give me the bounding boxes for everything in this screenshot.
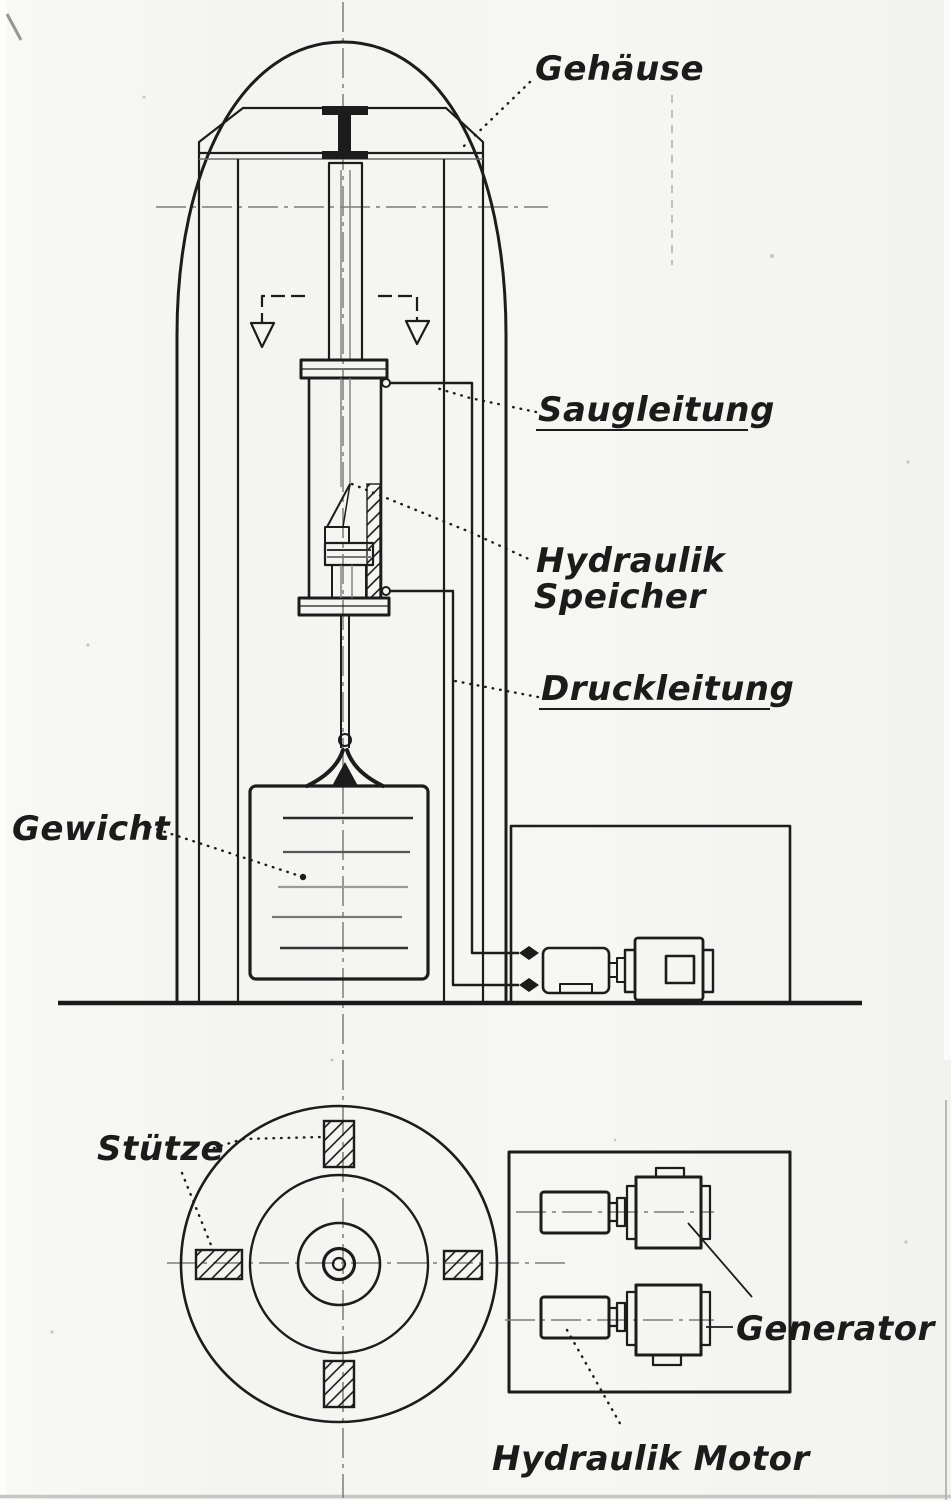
support-right	[442, 1249, 484, 1281]
housing-circle-middle	[248, 1173, 430, 1355]
weight-suspension-rod	[305, 615, 385, 788]
label-gehaeuse: Gehäuse	[535, 49, 704, 89]
motion-arrows	[249, 294, 431, 349]
suction-port	[381, 378, 391, 388]
leader-gewicht	[148, 825, 305, 879]
label-hydraulik-speicher-line1: Hydraulik	[536, 541, 727, 581]
label-gewicht: Gewicht	[12, 809, 171, 849]
motor-generator-set-bottom	[539, 1283, 712, 1367]
support-bottom	[322, 1359, 356, 1409]
leader-lines	[148, 80, 753, 1429]
hydraulic-cylinder	[297, 358, 391, 617]
leader-druckleitung	[453, 679, 540, 699]
label-druckleitung: Druckleitung	[541, 669, 794, 709]
machine-room-elevation	[509, 824, 792, 1002]
motor-generator-unit	[608, 936, 715, 1002]
pressure-pipe	[390, 589, 519, 987]
crown-i-beam	[322, 106, 368, 159]
label-hydraulik-motor: Hydraulik Motor	[492, 1439, 811, 1479]
label-generator: Generator	[736, 1309, 937, 1349]
support-top	[322, 1119, 356, 1169]
leader-gehaeuse	[461, 80, 532, 149]
leader-hydraulik-motor	[565, 1328, 624, 1429]
pressure-port	[381, 586, 391, 596]
housing-circle-inner	[296, 1221, 382, 1307]
support-left	[194, 1248, 244, 1281]
housing-circle-outer	[179, 1104, 499, 1424]
leader-generator-diagonal	[687, 1222, 753, 1298]
piping	[390, 381, 539, 992]
pump-unit	[541, 946, 611, 995]
suction-pipe	[390, 381, 519, 955]
piston-assembly	[323, 483, 375, 599]
speicher-hatched-annulus	[366, 483, 381, 599]
leader-hydraulik-speicher	[350, 482, 535, 563]
weight-block	[248, 784, 430, 981]
leader-saugleitung	[431, 385, 538, 414]
leader-stuetze-left	[180, 1171, 215, 1252]
piston-rod-upper	[327, 161, 364, 362]
label-stuetze: Stütze	[97, 1129, 224, 1169]
supports	[194, 1119, 484, 1409]
elevation-view	[58, 40, 862, 1006]
center-bore	[331, 1256, 347, 1272]
label-saugleitung: Saugleitung	[538, 390, 775, 430]
leader-stuetze-top	[212, 1135, 324, 1150]
center-hub	[321, 1246, 357, 1282]
plan-view	[179, 1104, 792, 1424]
flow-diamond-upper	[519, 946, 539, 960]
motor-generator-set-top	[539, 1166, 712, 1250]
label-hydraulik-speicher-line2: Speicher	[534, 577, 707, 617]
flow-diamond-lower	[519, 978, 539, 992]
machine-room-plan	[505, 1150, 792, 1394]
labels: Gehäuse Saugleitung Hydraulik Speicher D…	[12, 49, 937, 1479]
hydraulik-motor-bottom	[539, 1295, 611, 1340]
